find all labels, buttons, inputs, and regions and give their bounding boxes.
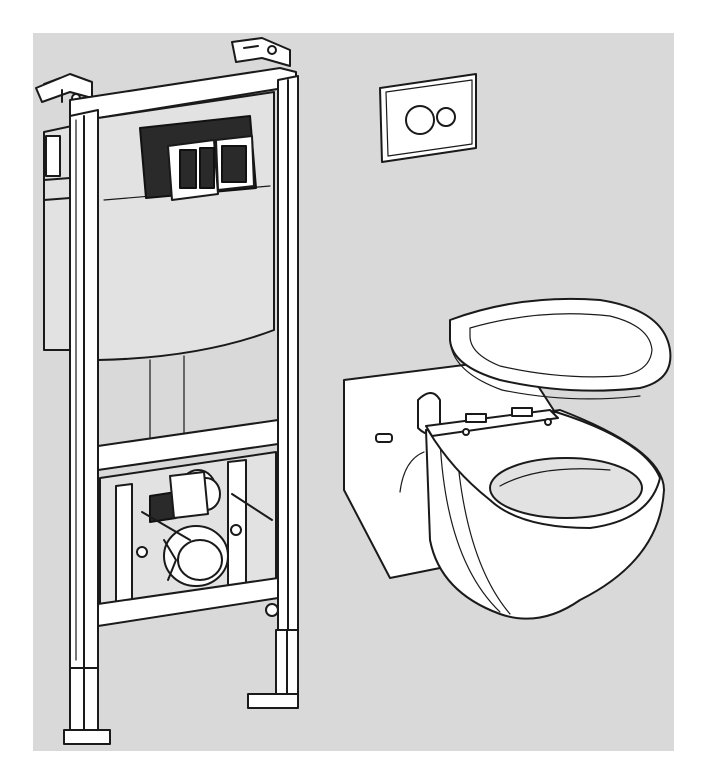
flush-plate [379, 73, 477, 163]
toilet-seat-lid [449, 297, 672, 400]
right-upright [277, 75, 299, 631]
actuator-opening [139, 115, 257, 201]
cistern-side-box [43, 125, 73, 351]
right-wall-bracket [231, 37, 291, 67]
middle-crossbar [97, 419, 279, 471]
bottom-crossbar [97, 577, 279, 627]
wall-hung-toilet [343, 297, 672, 620]
lower-connection-area [99, 451, 277, 611]
left-leg [63, 667, 111, 745]
flush-button-small [436, 107, 456, 127]
flush-button-large [405, 105, 435, 135]
installation-frame [35, 37, 299, 745]
right-leg [247, 603, 299, 709]
left-upright [69, 109, 99, 669]
